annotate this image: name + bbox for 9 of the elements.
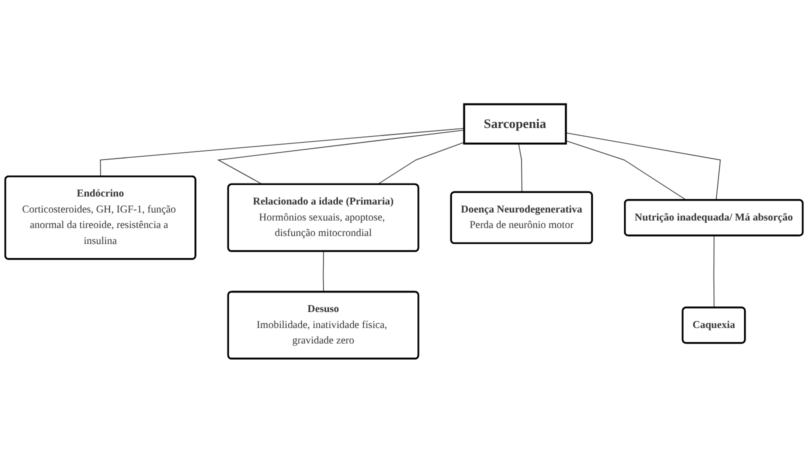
connector: [566, 140, 688, 201]
connector: [518, 143, 522, 193]
connector: [566, 132, 721, 201]
connector: [713, 235, 714, 308]
connector: [376, 142, 465, 186]
connector: [100, 128, 465, 178]
node-box: Sarcopenia: [463, 103, 567, 145]
connector: [322, 251, 324, 293]
connector: [217, 130, 465, 186]
